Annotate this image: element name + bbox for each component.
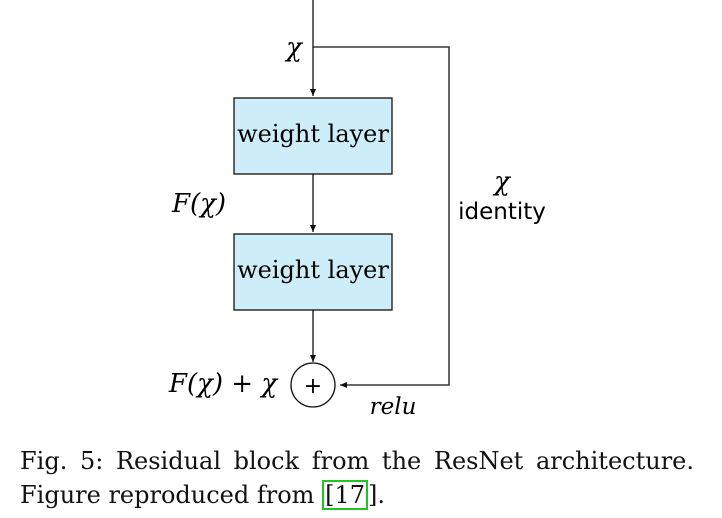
weight-layer-2-label: weight layer xyxy=(237,256,389,284)
skip-chi-label: χ xyxy=(492,167,512,197)
citation-bracket-close: ] xyxy=(367,481,378,509)
adder-plus-symbol: + xyxy=(304,374,322,399)
weight-layer-1-box xyxy=(233,97,393,175)
residual-block-diagram: weight layer weight layer + χ F(χ) F(χ) … xyxy=(168,0,546,420)
citation-number: 17 xyxy=(334,481,365,509)
residual-function-label: F(χ) xyxy=(171,189,226,219)
identity-skip-connection xyxy=(313,46,450,388)
weight-layer-1-label: weight layer xyxy=(237,120,389,148)
citation-link[interactable]: [17 xyxy=(322,480,368,510)
sum-label: F(χ) + χ xyxy=(168,369,279,399)
weight-layer-2-box xyxy=(233,233,393,311)
relu-label: relu xyxy=(370,394,417,420)
caption-text: Fig. 5: Residual block from the ResNet a… xyxy=(20,447,694,509)
adder-circle xyxy=(290,362,336,408)
caption-period: . xyxy=(377,481,385,509)
input-chi-label: χ xyxy=(284,33,304,63)
identity-label: identity xyxy=(458,199,546,225)
citation-bracket-open: [ xyxy=(325,481,335,509)
figure-caption: Fig. 5: Residual block from the ResNet a… xyxy=(20,444,694,512)
